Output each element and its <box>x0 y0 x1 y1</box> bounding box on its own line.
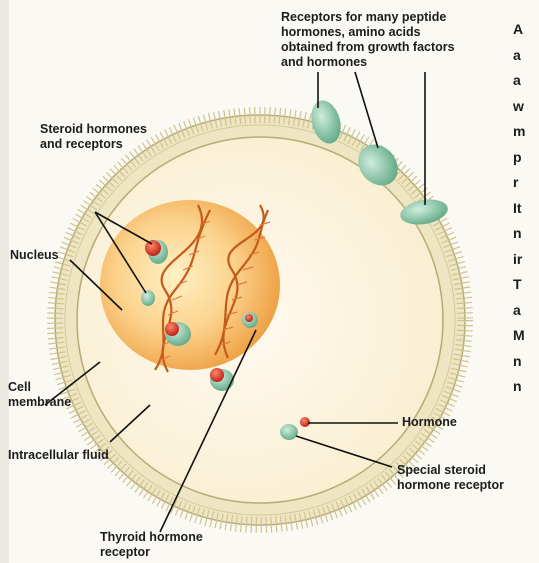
side-text-line: m <box>513 124 525 138</box>
side-text-line: n <box>513 226 522 240</box>
side-text-line: r <box>513 175 518 189</box>
label-thyroid-receptor: Thyroid hormone receptor <box>100 530 203 560</box>
side-text-line: a <box>513 48 521 62</box>
steroid-receptor-complex-3 <box>165 322 191 346</box>
side-text-line: It <box>513 201 522 215</box>
side-text-line: w <box>513 99 524 113</box>
hormone-molecule <box>300 417 310 427</box>
label-steroid-hormones: Steroid hormones and receptors <box>40 122 147 152</box>
label-special-steroid-receptor: Special steroid hormone receptor <box>397 463 504 493</box>
steroid-receptor-complex-2 <box>141 290 155 306</box>
nucleus <box>100 200 280 370</box>
side-text-line: a <box>513 73 521 87</box>
label-nucleus: Nucleus <box>10 248 59 263</box>
thyroid-receptor-complex <box>242 312 258 328</box>
label-cell-membrane: Cell membrane <box>8 380 71 410</box>
special-steroid-receptor <box>280 424 298 440</box>
label-intracellular-fluid: Intracellular fluid <box>8 448 109 463</box>
side-text-line: n <box>513 379 522 393</box>
side-text-line: a <box>513 303 521 317</box>
side-text-line: n <box>513 354 522 368</box>
side-text-line: p <box>513 150 522 164</box>
side-text-line: A <box>513 22 523 36</box>
side-text-line: ir <box>513 252 522 266</box>
label-membrane-receptors: Receptors for many peptide hormones, ami… <box>281 10 455 70</box>
label-hormone: Hormone <box>402 415 457 430</box>
side-text-line: M <box>513 328 525 342</box>
side-text-line: T <box>513 277 522 291</box>
